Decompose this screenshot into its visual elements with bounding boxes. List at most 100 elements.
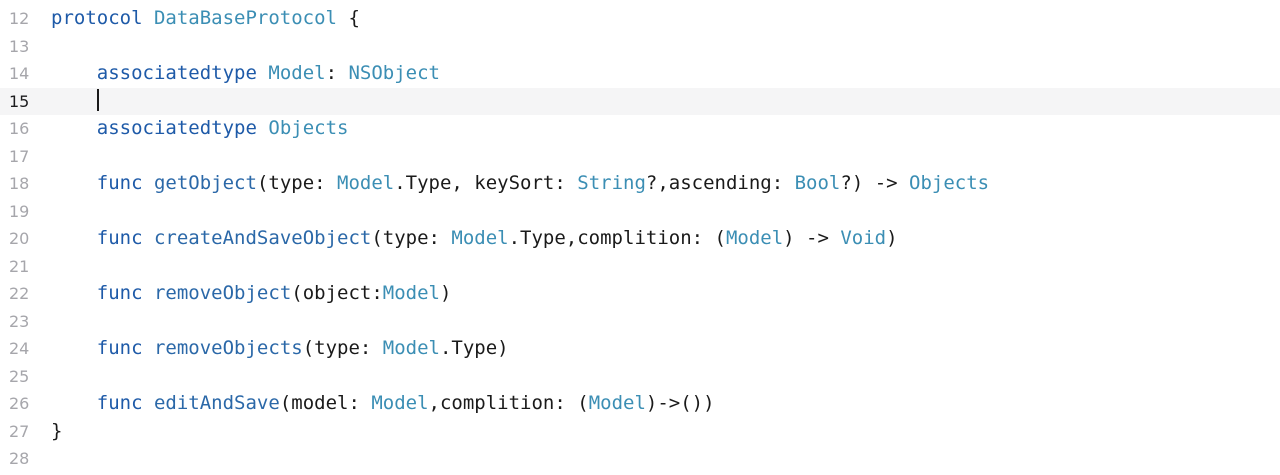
function-name-token: removeObjects [153, 337, 303, 359]
plain-token [51, 392, 97, 414]
line-code: func removeObject(object:Model) [51, 280, 452, 308]
type-token: Objects [909, 172, 990, 194]
type-token: Model [588, 392, 646, 414]
type-token: Model [725, 227, 784, 249]
plain-token [51, 282, 97, 304]
code-line[interactable]: 25 [0, 363, 1280, 391]
plain-token: (type: [256, 172, 338, 194]
plain-token: : [325, 62, 349, 84]
code-line[interactable]: 21 [0, 253, 1280, 281]
line-number: 18 [9, 174, 30, 193]
keyword-token: func [96, 337, 143, 359]
code-line[interactable]: 27} [0, 418, 1280, 446]
function-name-token: editAndSave [153, 392, 280, 414]
plain-token [143, 282, 154, 304]
keyword-token: associatedtype [96, 62, 257, 84]
plain-token [143, 172, 154, 194]
type-token: Objects [268, 117, 349, 139]
function-name-token: getObject [153, 172, 257, 194]
keyword-token: func [96, 392, 143, 414]
line-number: 22 [9, 284, 30, 303]
plain-token [51, 337, 97, 359]
plain-token: .Type,complition: ( [508, 227, 726, 249]
line-number: 20 [9, 229, 30, 248]
line-number: 21 [9, 256, 30, 276]
type-token: Model [451, 227, 509, 249]
line-number: 19 [9, 201, 30, 221]
type-token: Model [268, 62, 326, 84]
plain-token: (type: [371, 227, 452, 249]
code-line[interactable]: 24 func removeObjects(type: Model.Type) [0, 335, 1280, 363]
line-number: 27 [9, 421, 30, 441]
line-number: 17 [9, 146, 30, 166]
code-line[interactable]: 14 associatedtype Model: NSObject [0, 60, 1280, 88]
code-line[interactable]: 12 protocol DataBaseProtocol { [0, 5, 1280, 33]
plain-token: ?) -> [840, 172, 910, 194]
line-number: 23 [9, 311, 30, 331]
plain-token [143, 7, 154, 29]
line-code [51, 88, 99, 116]
type-token: Bool [794, 172, 841, 194]
type-token: Model [382, 282, 440, 304]
plain-token [51, 62, 97, 84]
plain-token [143, 227, 154, 249]
keyword-token: func [96, 227, 143, 249]
plain-token [143, 337, 154, 359]
function-name-token: createAndSaveObject [153, 227, 372, 249]
plain-token: } [51, 419, 63, 442]
type-token: NSObject [348, 62, 440, 84]
line-number: 13 [9, 36, 30, 56]
type-token: String [577, 172, 646, 194]
plain-token: ?,ascending: [645, 172, 795, 194]
line-code: func getObject(type: Model.Type, keySort… [51, 170, 989, 198]
code-line[interactable]: 18 func getObject(type: Model.Type, keyS… [0, 170, 1280, 198]
line-code: func editAndSave(model: Model,complition… [51, 390, 715, 418]
code-line[interactable]: 23 [0, 308, 1280, 336]
plain-token: ) [439, 282, 452, 304]
plain-token [257, 117, 268, 139]
plain-token: )->()) [645, 392, 715, 414]
line-number: 24 [9, 339, 30, 358]
code-line[interactable]: 20 func createAndSaveObject(type: Model.… [0, 225, 1280, 253]
keyword-token: protocol [51, 7, 143, 29]
line-code: associatedtype Objects [51, 115, 349, 143]
line-code: func createAndSaveObject(type: Model.Typ… [51, 225, 898, 253]
plain-token: (model: [279, 392, 372, 414]
plain-token [257, 62, 268, 84]
code-line[interactable]: 16 associatedtype Objects [0, 115, 1280, 143]
line-number: 25 [9, 366, 30, 386]
type-token: DataBaseProtocol [153, 7, 337, 29]
code-line[interactable]: 13 [0, 33, 1280, 61]
plain-token: { [337, 7, 360, 29]
keyword-token: associatedtype [96, 117, 257, 139]
plain-token: ) -> [783, 227, 841, 249]
line-number: 12 [9, 9, 30, 28]
line-number: 28 [9, 449, 30, 468]
type-token: Void [840, 227, 887, 249]
line-number: 15 [9, 91, 30, 111]
plain-token: ) [886, 227, 898, 249]
code-line[interactable]: 28 [0, 445, 1280, 473]
type-token: Model [337, 172, 395, 194]
line-number: 14 [9, 64, 30, 83]
function-name-token: removeObject [153, 282, 292, 304]
plain-token: ,complition: ( [428, 392, 589, 414]
line-number: 16 [9, 119, 30, 138]
code-line[interactable]: 11 [0, 0, 1280, 5]
line-code: protocol DataBaseProtocol { [51, 5, 360, 33]
code-line[interactable]: 22 func removeObject(object:Model) [0, 280, 1280, 308]
line-code: } [51, 418, 62, 446]
line-number: 26 [9, 394, 30, 413]
code-line[interactable]: 19 [0, 198, 1280, 226]
code-line[interactable]: 26 func editAndSave(model: Model,complit… [0, 390, 1280, 418]
plain-token [51, 90, 97, 112]
plain-token [143, 392, 154, 414]
plain-token: .Type) [439, 337, 509, 359]
keyword-token: func [96, 172, 143, 194]
code-line[interactable]: 15 [0, 87, 1280, 116]
type-token: Model [382, 337, 440, 359]
line-code: associatedtype Model: NSObject [51, 60, 440, 88]
code-line[interactable]: 17 [0, 143, 1280, 171]
